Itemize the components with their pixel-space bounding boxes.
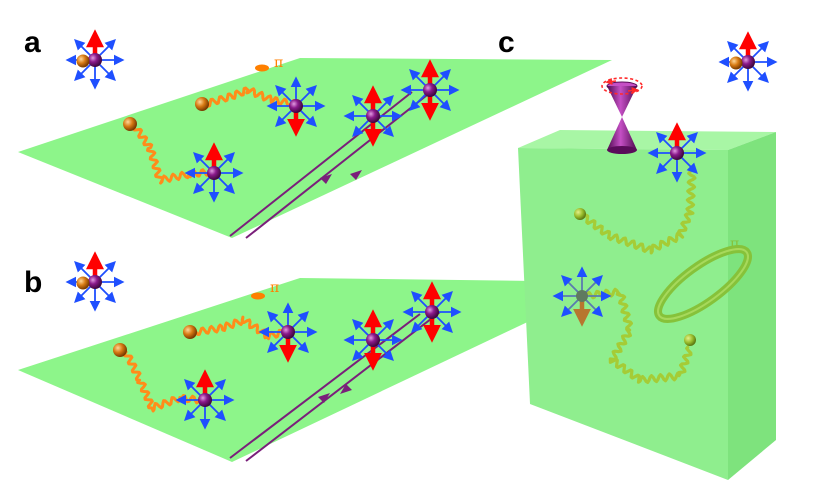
vortex-spin-icon: [258, 302, 318, 363]
vortex-core: [423, 83, 437, 97]
panel-a-label: a: [24, 26, 41, 59]
electron-ball-icon: [195, 97, 209, 111]
panel-a-orange-dot: [255, 64, 269, 72]
electron-ball-icon: [76, 54, 90, 68]
panel-b-string: [194, 315, 288, 341]
edge-mode-arrow-icon: [318, 393, 330, 403]
panel-a-pi-label: π: [274, 55, 283, 71]
vortex-core: [366, 333, 380, 347]
edge-mode-arrow-icon: [340, 384, 352, 394]
electron-ball-icon: [183, 325, 197, 339]
panel-c-cube-front: [518, 148, 728, 480]
vortex-spin-icon: [184, 142, 244, 203]
vortex-spin-icon: [552, 266, 612, 327]
vortex-core: [741, 55, 755, 69]
vortex-core: [366, 109, 380, 123]
vortex-spin-icon: [402, 281, 462, 343]
panel-b: π b: [18, 251, 612, 462]
panel-a-plane: [18, 58, 612, 238]
vortex-spin-icon: [266, 76, 326, 137]
vortex-core: [289, 99, 303, 113]
panel-b-edge-mode-line: [229, 313, 421, 459]
vortex-core: [88, 53, 102, 67]
flux-ring-icon: [657, 248, 749, 320]
vortex-core: [281, 325, 295, 339]
edge-mode-arrow-icon: [350, 170, 362, 180]
panel-b-label: b: [24, 266, 42, 299]
panel-a: π a: [18, 26, 612, 239]
vortex-spin-icon: [65, 29, 125, 90]
vortex-spin-icon: [647, 122, 707, 183]
vortex-core: [88, 275, 102, 289]
vortex-spin-icon: [343, 85, 403, 147]
panel-c-cube-top: [518, 130, 776, 150]
panel-c-string: [578, 170, 697, 255]
vortex-core: [670, 146, 684, 160]
vortex-spin-icon: [400, 59, 460, 121]
panel-b-pi-label: π: [270, 280, 279, 296]
panel-b-plane: [18, 278, 612, 462]
panel-c-label: c: [498, 26, 515, 59]
panel-a-string: [204, 86, 298, 108]
vortex-core: [207, 166, 221, 180]
electron-ball-icon: [123, 117, 137, 131]
electron-ball-icon: [113, 343, 127, 357]
electron-ball-icon: [729, 56, 743, 70]
vortex-spin-icon: [175, 369, 235, 430]
edge-mode-arrow-icon: [320, 174, 332, 184]
vortex-spin-icon: [343, 309, 403, 371]
panel-c-pi-label: π: [730, 236, 739, 252]
panel-c-string: [580, 287, 693, 384]
panel-b-edge-mode-line: [245, 311, 441, 462]
vortex-spin-icon: [65, 251, 125, 312]
electron-ball-icon: [684, 334, 696, 346]
vortex-core: [198, 393, 212, 407]
vortex-core: [576, 290, 588, 302]
panel-a-edge-mode-line: [245, 87, 437, 239]
panel-c: π c: [498, 26, 778, 480]
vortex-core: [425, 305, 439, 319]
panel-c-cube-side: [728, 132, 776, 480]
electron-ball-icon: [76, 276, 90, 290]
electron-ball-icon: [574, 208, 586, 220]
dirac-cone-icon: [601, 77, 643, 154]
panel-b-orange-dot: [251, 292, 265, 300]
